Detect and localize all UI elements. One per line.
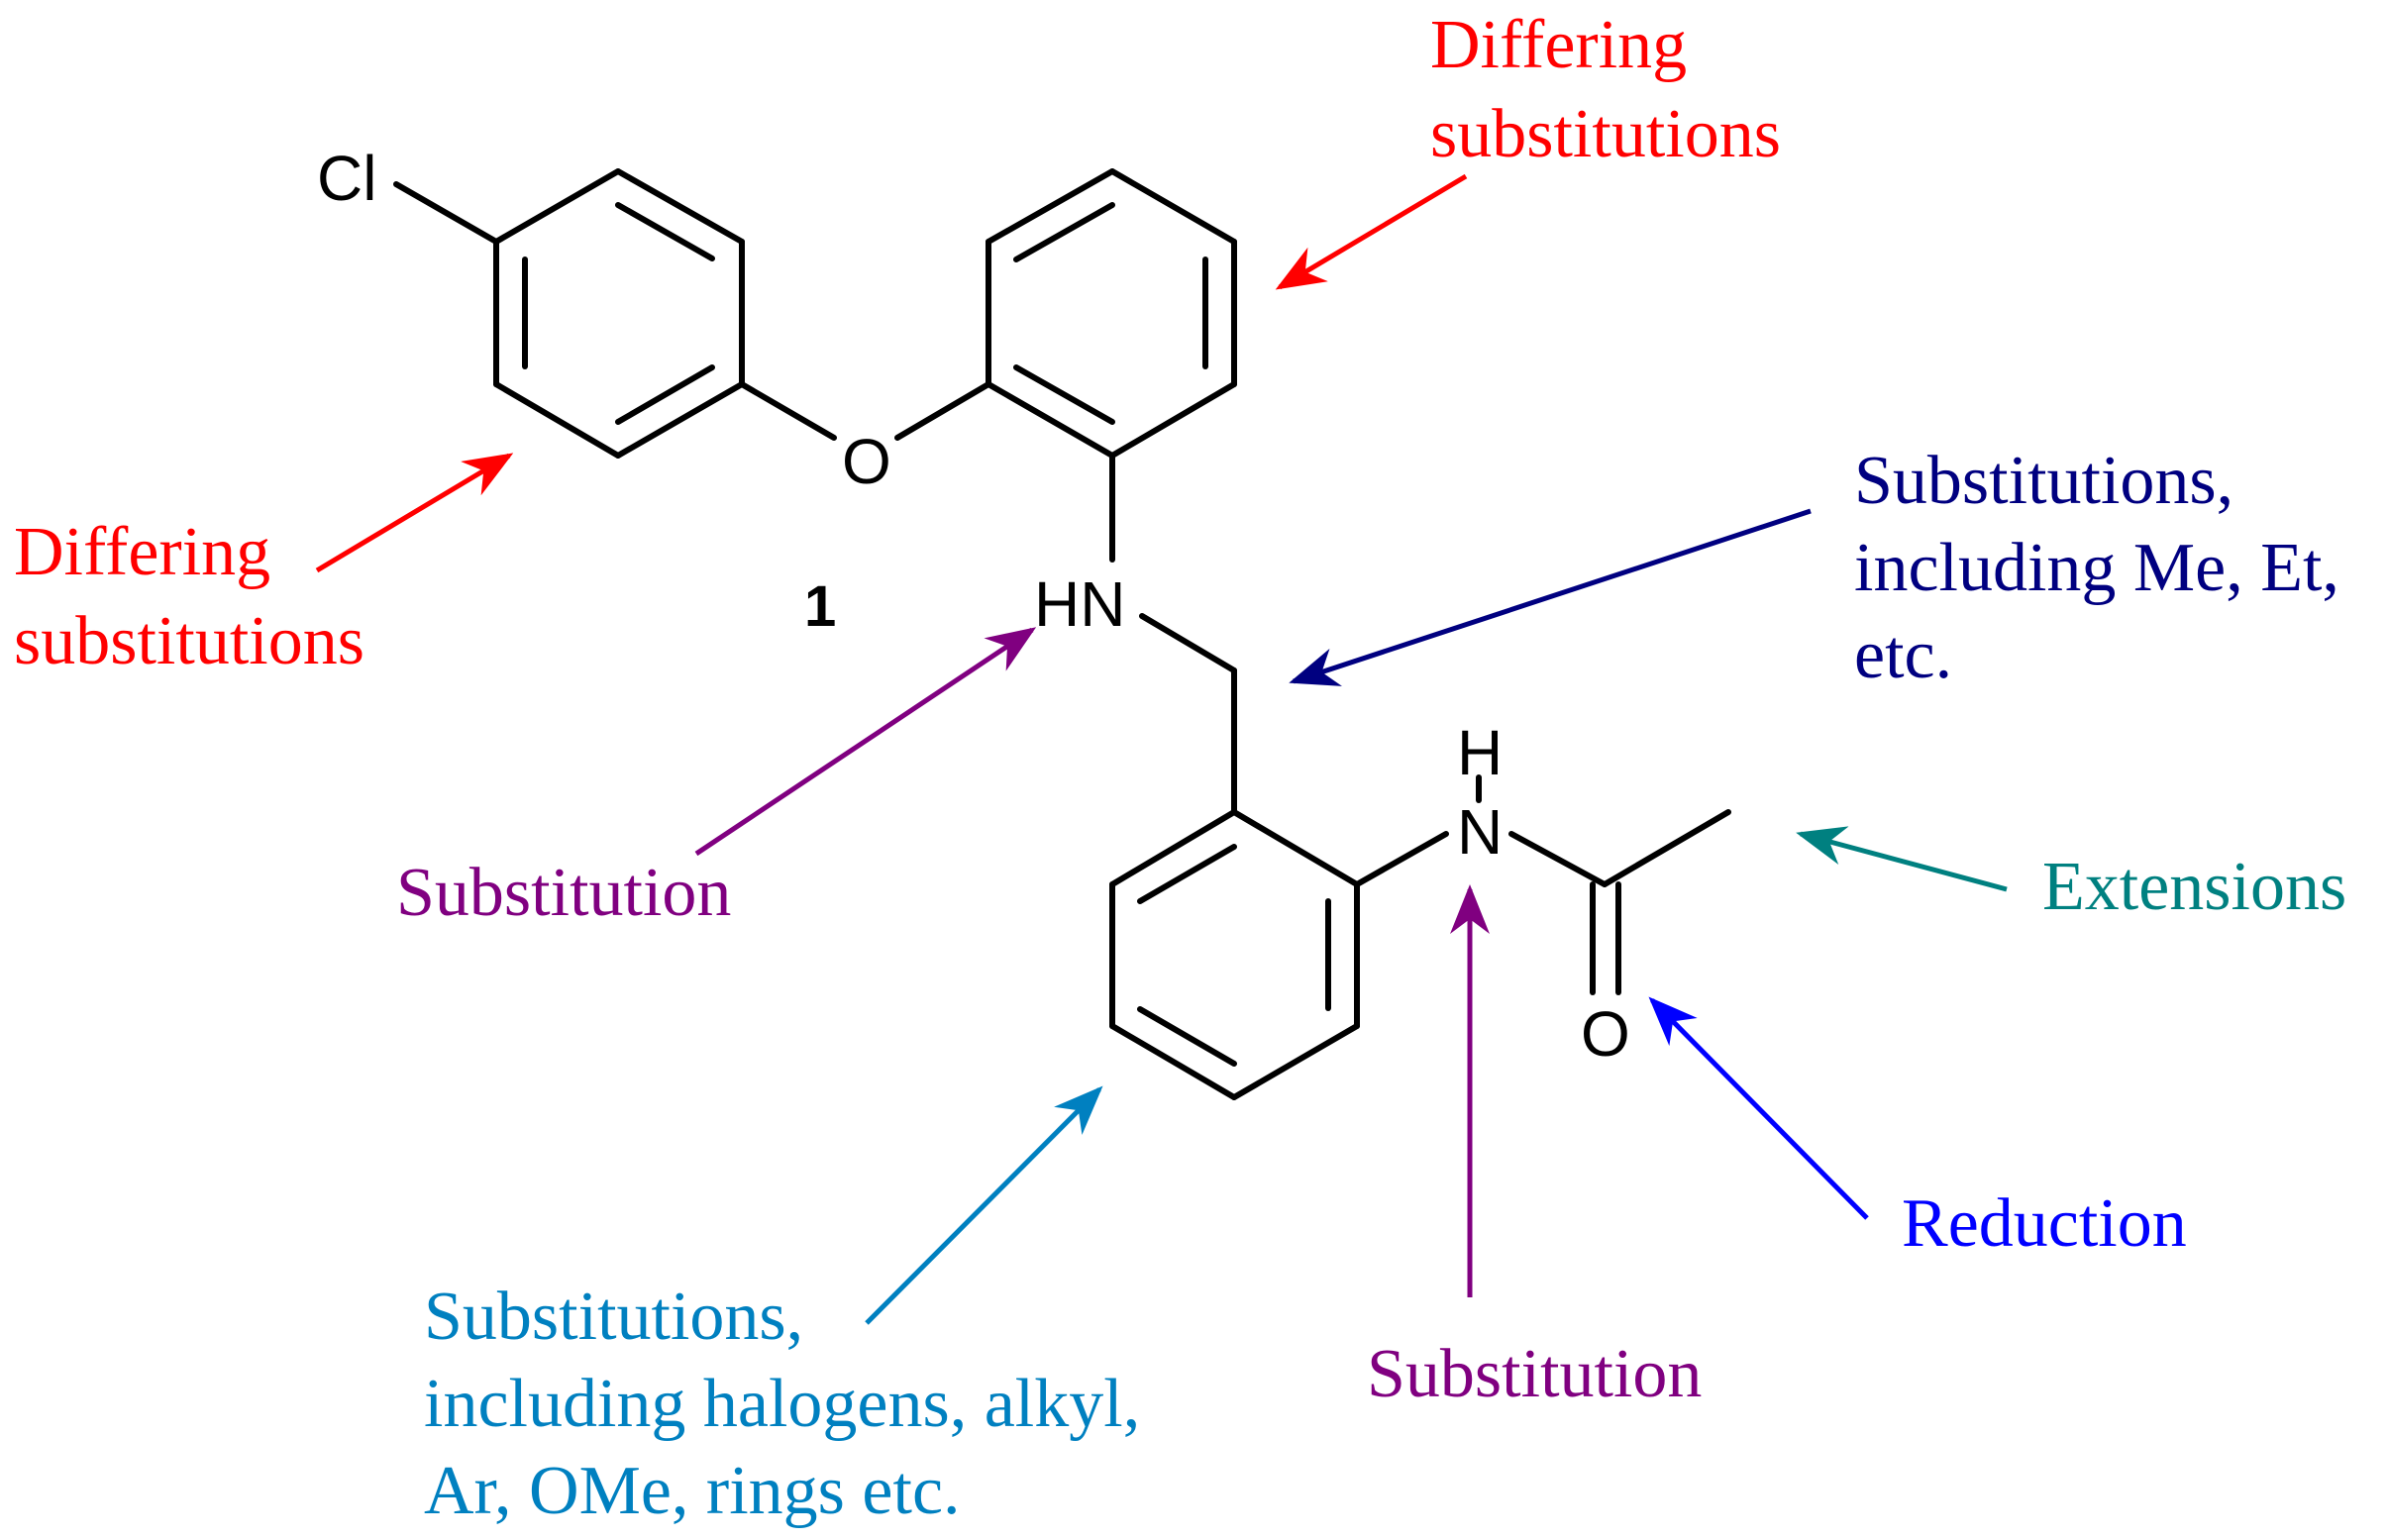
- o-ring-bond: [894, 381, 991, 441]
- ring-amide-n-bond: [1354, 831, 1449, 887]
- annot-chloro-ring-line-1: Differing: [14, 514, 270, 590]
- arrow-lower-ring: [865, 1085, 1103, 1325]
- arrow-carbonyl: [1648, 996, 1869, 1220]
- annot-methylene-line-3: etc.: [1854, 617, 1952, 693]
- annot-chloro-ring-line-2: substitutions: [14, 603, 364, 679]
- arrow-acetyl-methyl: [1796, 826, 2008, 892]
- arrow-upper-ring: [1275, 173, 1468, 290]
- annot-acetyl-methyl: Extensions: [2042, 849, 2346, 925]
- atom-carbonyl-oxygen: O: [1581, 998, 1630, 1070]
- amide-n-c-bond: [1508, 831, 1608, 887]
- annot-upper-ring-line-1: Differing: [1430, 7, 1687, 83]
- annot-amide-nh: Substitution: [1367, 1336, 1702, 1412]
- annot-amide-nh-line-1: Substitution: [1367, 1336, 1702, 1412]
- arrow-methylene: [1289, 508, 1812, 686]
- annot-methylene: Substitutions, including Me, Et, etc.: [1854, 443, 2356, 693]
- annot-carbonyl-line-1: Reduction: [1902, 1185, 2187, 1262]
- annot-methylene-line-1: Substitutions,: [1854, 443, 2233, 519]
- annot-amine-nh: Substitution: [396, 855, 731, 931]
- lower-phenyl-ring: [1109, 809, 1360, 1100]
- annot-lower-ring-line-2: including halogens, alkyl,: [424, 1366, 1140, 1442]
- annot-chloro-ring: Differing substitutions: [14, 514, 364, 679]
- annot-upper-ring-line-2: substitutions: [1430, 96, 1781, 172]
- atom-ether-oxygen: O: [842, 426, 891, 497]
- annot-carbonyl: Reduction: [1902, 1185, 2187, 1262]
- annot-lower-ring-line-1: Substitutions,: [424, 1279, 803, 1355]
- annot-upper-ring: Differing substitutions: [1430, 7, 1781, 172]
- annot-lower-ring: Substitutions, including halogens, alkyl…: [424, 1279, 1158, 1529]
- atom-chlorine: Cl: [317, 143, 376, 214]
- c-cl-bond: [393, 181, 499, 245]
- ring-o-bond: [739, 381, 837, 441]
- molecule-skeleton: [393, 168, 1731, 1100]
- compound-number: 1: [804, 574, 836, 639]
- arrow-amine-nh: [694, 627, 1037, 857]
- atom-amide-h: H: [1457, 717, 1503, 788]
- annot-methylene-line-2: including Me, Et,: [1854, 530, 2339, 606]
- annot-lower-ring-line-3: Ar, OMe, rings etc.: [424, 1453, 961, 1529]
- annot-amine-nh-line-1: Substitution: [396, 855, 731, 931]
- arrow-chloro-ring: [315, 453, 514, 573]
- carbonyl-methyl-bond: [1602, 809, 1731, 887]
- upper-phenyl-ring: [986, 168, 1237, 459]
- chlorophenyl-ring: [493, 168, 745, 459]
- annot-acetyl-methyl-line-1: Extensions: [2042, 849, 2346, 925]
- atom-amide-n: N: [1457, 796, 1503, 868]
- nh-ch2-bond: [1139, 613, 1237, 673]
- atom-amine: HN: [1034, 568, 1125, 640]
